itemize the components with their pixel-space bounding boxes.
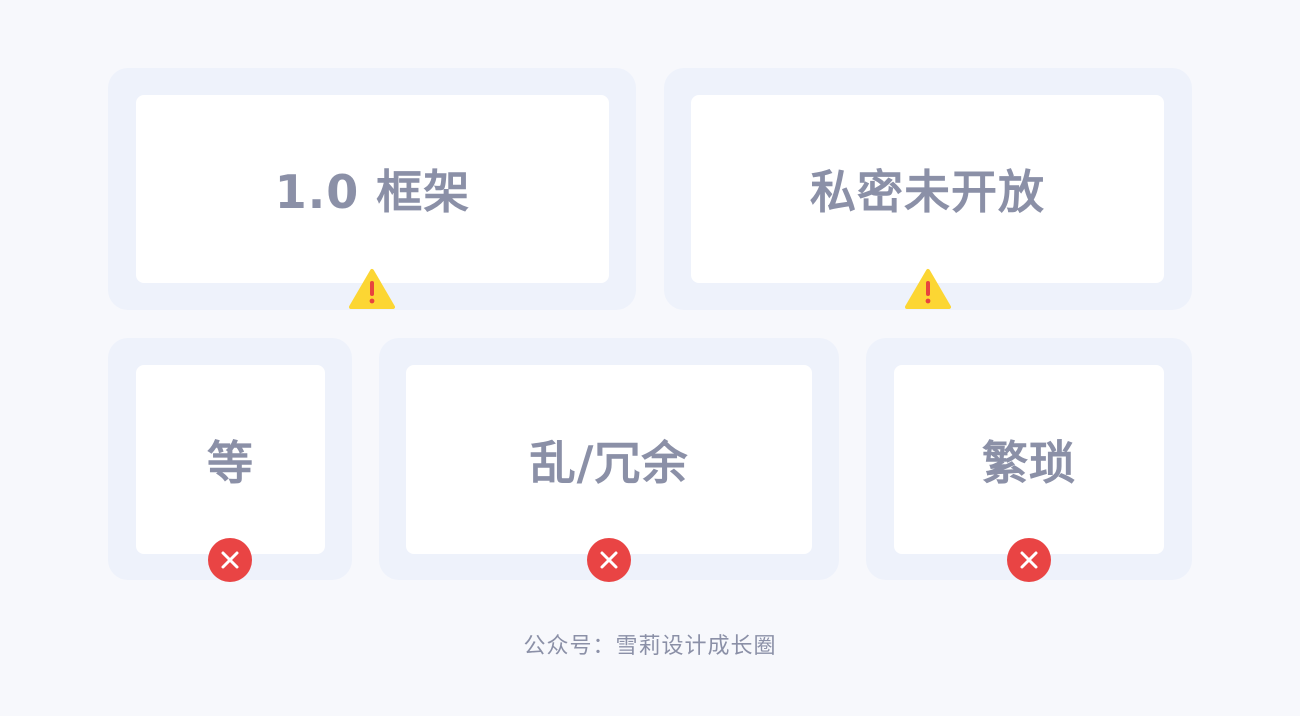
card-waiting: 等 [108, 338, 352, 580]
error-icon [1007, 538, 1051, 582]
card-framework-label: 1.0 框架 [274, 165, 471, 219]
card-private-panel: 私密未开放 [691, 95, 1164, 283]
warning-icon [905, 269, 951, 309]
footer-credit: 公众号：雪莉设计成长圈 [523, 634, 777, 659]
warning-icon [349, 269, 395, 309]
card-private-label: 私密未开放 [810, 165, 1045, 219]
error-icon [208, 538, 252, 582]
card-private: 私密未开放 [664, 68, 1192, 310]
card-tedious-panel: 繁琐 [894, 365, 1164, 554]
card-waiting-label: 等 [207, 435, 254, 490]
card-redundant-label: 乱/冗余 [529, 435, 689, 490]
card-framework-panel: 1.0 框架 [136, 95, 609, 283]
card-redundant-panel: 乱/冗余 [406, 365, 812, 554]
card-framework: 1.0 框架 [108, 68, 636, 310]
card-waiting-panel: 等 [136, 365, 325, 554]
card-tedious-label: 繁琐 [982, 435, 1076, 490]
error-icon [587, 538, 631, 582]
